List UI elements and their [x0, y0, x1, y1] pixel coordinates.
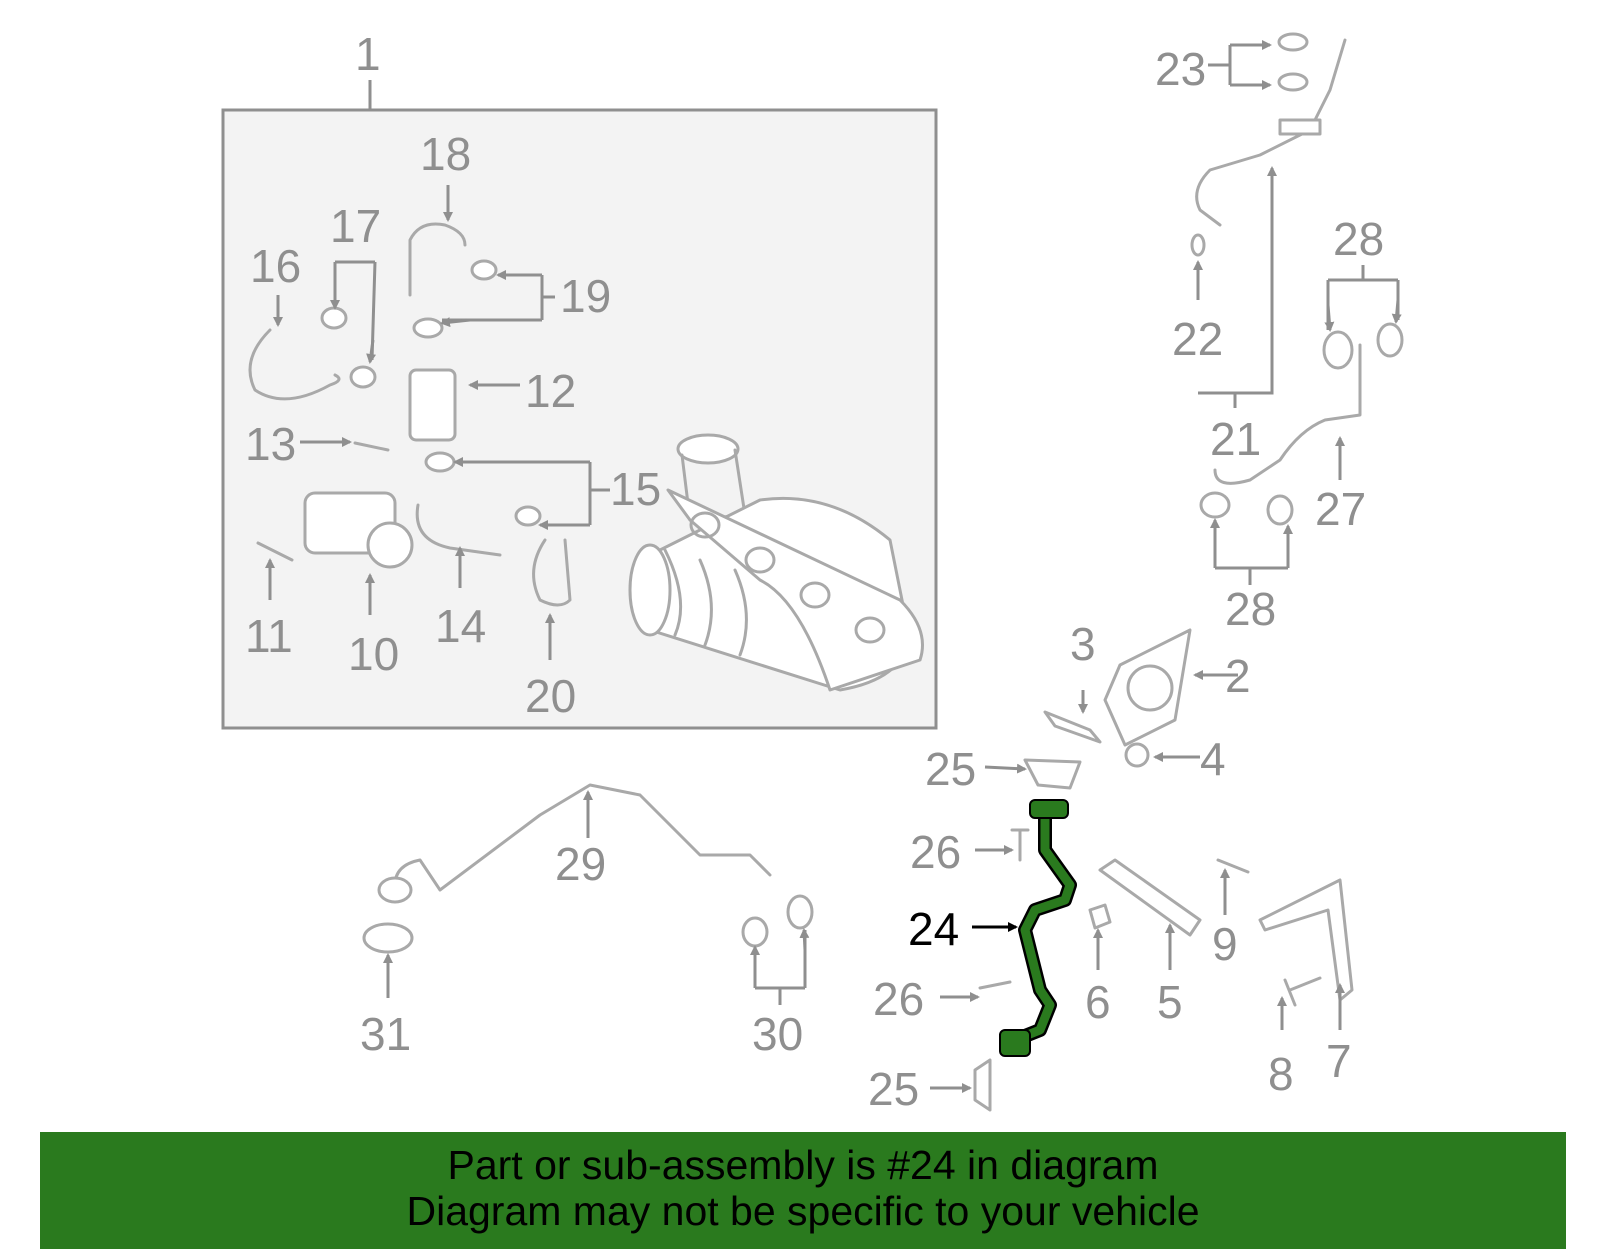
callout-labels: 1 2 3 4 5 6 7 8 9 10 11 12 13 14 15 16 1…	[245, 28, 1384, 1115]
bracket-21	[1278, 118, 1322, 136]
pipe-27	[1213, 343, 1362, 485]
callout-1: 1	[355, 28, 381, 80]
callout-16: 16	[250, 240, 301, 292]
callout-22: 22	[1172, 313, 1223, 365]
oil-pipe-24-highlighted	[999, 799, 1077, 1057]
callout-8: 8	[1268, 1048, 1294, 1100]
callout-25-top: 25	[925, 743, 976, 795]
gasket-2	[1103, 628, 1192, 747]
bolt-26-bottom	[978, 980, 1012, 990]
turbocharger-part	[628, 433, 924, 692]
callout-26-top: 26	[910, 826, 961, 878]
oring-22	[1190, 233, 1206, 257]
bolt-26-top	[1010, 828, 1030, 862]
oring-23b	[1277, 72, 1309, 92]
callout-6: 6	[1085, 976, 1111, 1028]
callout-27: 27	[1315, 483, 1366, 535]
callout-23: 23	[1155, 43, 1206, 95]
pipe-29-end	[377, 876, 413, 904]
clamp-17b	[349, 365, 377, 389]
hose-18	[408, 222, 467, 297]
callout-15: 15	[610, 463, 661, 515]
valve-12	[408, 368, 457, 442]
oring-30b	[786, 894, 814, 930]
oring-28d	[1266, 494, 1294, 526]
callout-11: 11	[245, 610, 293, 662]
callout-10: 10	[348, 628, 399, 680]
gasket-25-bottom	[973, 1058, 992, 1112]
pipe-21	[1195, 38, 1347, 227]
callout-20: 20	[525, 670, 576, 722]
clamp-15a	[424, 451, 456, 473]
callout-29: 29	[555, 838, 606, 890]
callout-17: 17	[330, 200, 381, 252]
gasket-25-top	[1023, 758, 1082, 790]
clamp-15b	[514, 505, 542, 527]
oring-28a	[1322, 330, 1354, 370]
hose-20	[532, 538, 572, 607]
bolt-8	[1283, 976, 1322, 1007]
callout-13: 13	[245, 418, 296, 470]
hose-14	[415, 503, 502, 557]
callout-18: 18	[420, 128, 471, 180]
clamp-19a	[470, 259, 498, 281]
callout-4: 4	[1200, 733, 1226, 785]
callout-28-top: 28	[1333, 213, 1384, 265]
bolt-9	[1216, 858, 1250, 874]
nut-6	[1088, 903, 1112, 930]
clamp-17a	[320, 306, 348, 330]
oring-23a	[1277, 32, 1309, 52]
callout-19: 19	[560, 270, 611, 322]
callout-28-bottom: 28	[1225, 583, 1276, 635]
callout-9: 9	[1212, 918, 1238, 970]
stud-3	[1043, 710, 1102, 744]
callout-14: 14	[435, 600, 486, 652]
bracket-5	[1098, 858, 1202, 937]
callout-7: 7	[1326, 1035, 1352, 1087]
callout-30: 30	[752, 1008, 803, 1060]
callout-12: 12	[525, 365, 576, 417]
oring-28c	[1199, 491, 1231, 519]
leader-lines	[265, 40, 1402, 1093]
bolt-11	[256, 541, 294, 562]
clamp-19b	[412, 317, 444, 339]
bolt-13	[353, 441, 390, 452]
clamp-31	[362, 922, 414, 954]
info-banner: Part or sub-assembly is #24 in diagram D…	[40, 1132, 1566, 1249]
callout-5: 5	[1157, 976, 1183, 1028]
oring-30a	[741, 916, 769, 948]
hose-16	[248, 328, 341, 401]
callout-26-bottom: 26	[873, 973, 924, 1025]
banner-line-2: Diagram may not be specific to your vehi…	[406, 1188, 1200, 1234]
oring-28b	[1376, 322, 1404, 358]
callout-2: 2	[1225, 650, 1251, 702]
callout-31: 31	[360, 1008, 411, 1060]
banner-line-1: Part or sub-assembly is #24 in diagram	[447, 1142, 1159, 1188]
nut-4	[1124, 742, 1150, 768]
callout-3: 3	[1070, 618, 1096, 670]
callout-25-bottom: 25	[868, 1063, 919, 1115]
callout-21: 21	[1210, 413, 1261, 465]
callout-24: 24	[908, 903, 959, 955]
